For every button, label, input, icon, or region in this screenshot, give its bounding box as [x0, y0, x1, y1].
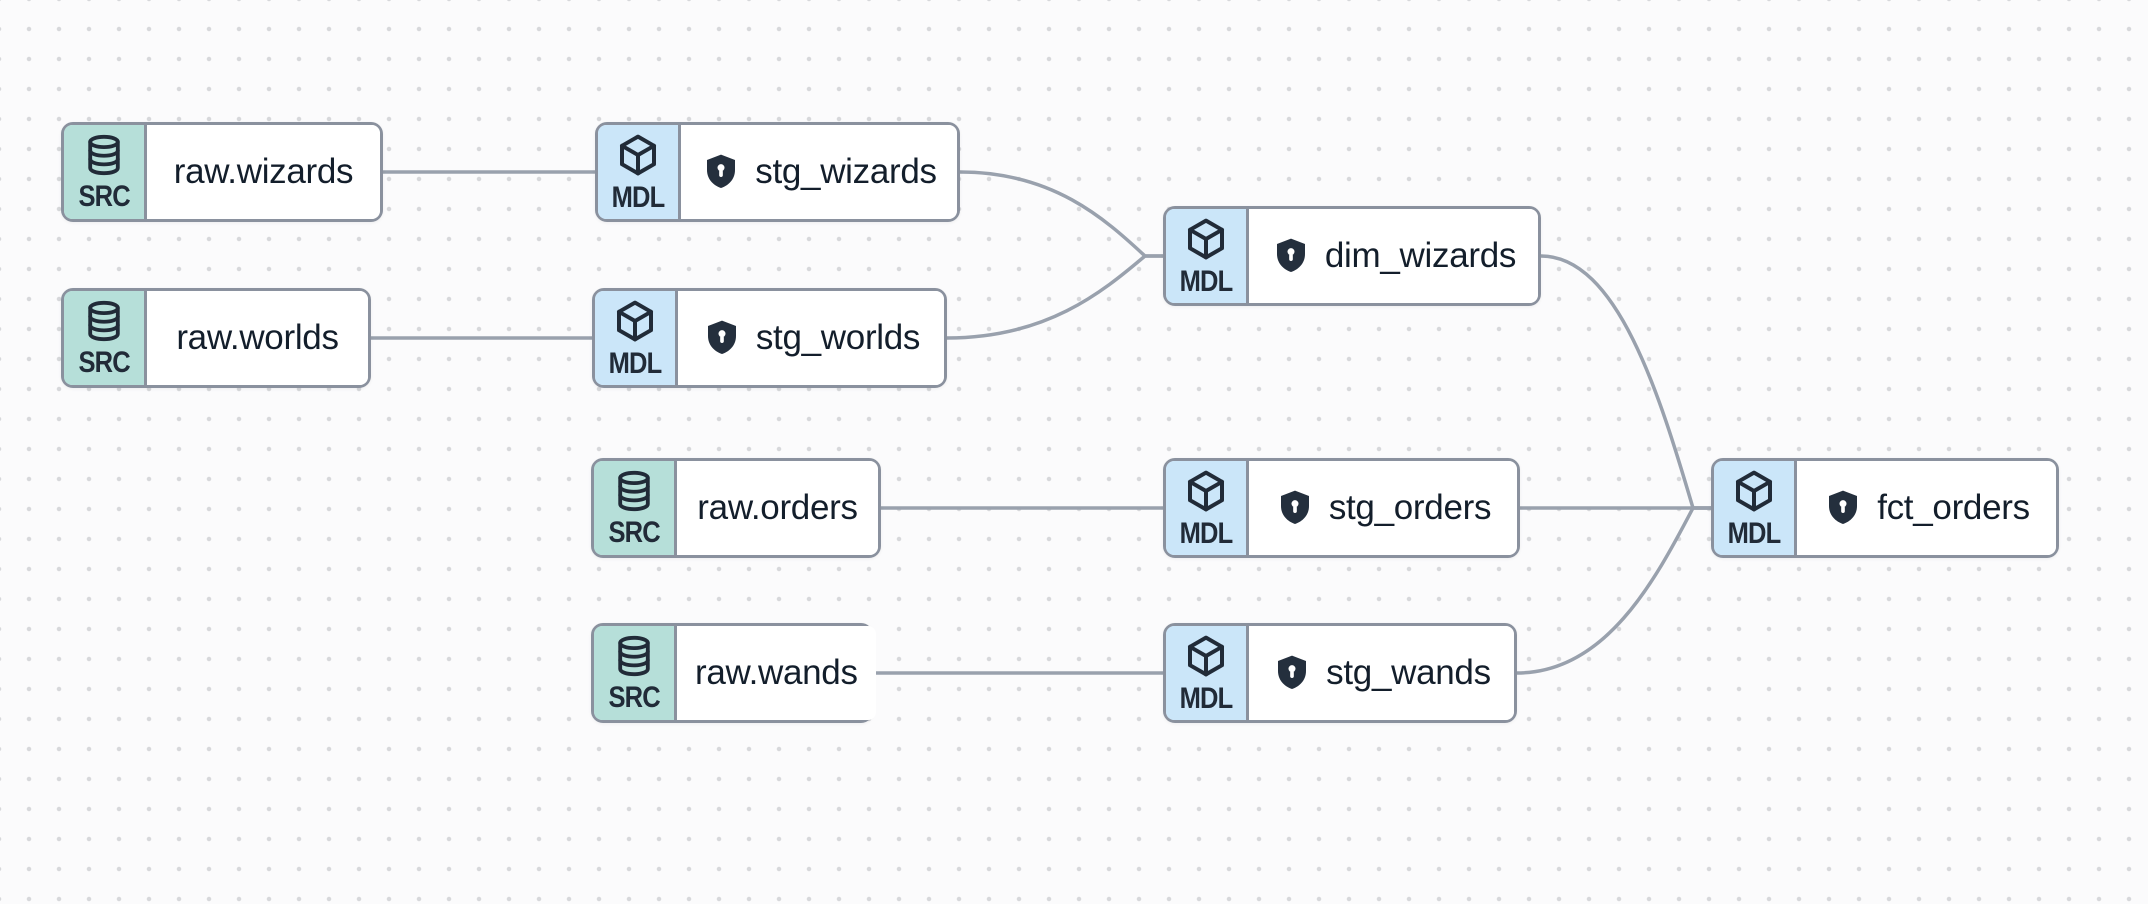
- cube-icon: [1182, 215, 1230, 263]
- node-body: stg_worlds: [678, 291, 944, 385]
- node-type-badge: MDL: [1179, 682, 1234, 715]
- shield-lock-icon: [1275, 488, 1315, 528]
- node-label: raw.wizards: [173, 152, 354, 191]
- lineage-node-stg-worlds[interactable]: MDL stg_worlds: [592, 288, 947, 388]
- shield-lock-icon: [1823, 488, 1863, 528]
- node-type-badge: MDL: [1179, 517, 1234, 550]
- node-body: raw.wizards: [147, 125, 380, 219]
- lineage-node-stg-orders[interactable]: MDL stg_orders: [1163, 458, 1520, 558]
- node-body: raw.wands: [677, 626, 876, 720]
- database-icon: [81, 132, 127, 178]
- lineage-node-raw-worlds[interactable]: SRC raw.worlds: [61, 288, 371, 388]
- node-type-badge: MDL: [1179, 265, 1234, 298]
- node-label: raw.orders: [697, 488, 858, 527]
- node-body: stg_wizards: [681, 125, 957, 219]
- node-label: stg_wizards: [755, 152, 937, 191]
- lineage-node-raw-orders[interactable]: SRC raw.orders: [591, 458, 881, 558]
- lineage-node-dim-wizards[interactable]: MDL dim_wizards: [1163, 206, 1541, 306]
- model-type-section: MDL: [1166, 461, 1249, 555]
- node-label: fct_orders: [1877, 488, 2030, 527]
- node-label: stg_worlds: [755, 318, 921, 357]
- lineage-node-raw-wizards[interactable]: SRC raw.wizards: [61, 122, 383, 222]
- node-type-badge: MDL: [608, 347, 663, 380]
- database-icon: [81, 298, 127, 344]
- shield-lock-icon: [702, 318, 742, 358]
- edge-stg_wands-to-fct_orders: [1516, 506, 1713, 675]
- node-type-badge: MDL: [1727, 517, 1782, 550]
- node-type-badge: MDL: [611, 181, 666, 214]
- shield-lock-icon: [1272, 653, 1312, 693]
- shield-lock-icon: [701, 152, 741, 192]
- node-body: raw.worlds: [147, 291, 368, 385]
- source-type-section: SRC: [64, 125, 147, 219]
- edge-stg_wizards-to-dim_wizards: [959, 170, 1165, 258]
- node-label: raw.worlds: [176, 318, 339, 357]
- node-type-badge: SRC: [78, 180, 130, 213]
- node-label: stg_wands: [1326, 653, 1491, 692]
- cube-icon: [1182, 632, 1230, 680]
- model-type-section: MDL: [1166, 626, 1249, 720]
- lineage-node-fct-orders[interactable]: MDL fct_orders: [1711, 458, 2059, 558]
- cube-icon: [1182, 467, 1230, 515]
- cube-icon: [1730, 467, 1778, 515]
- node-body: stg_wands: [1249, 626, 1514, 720]
- model-type-section: MDL: [1714, 461, 1797, 555]
- lineage-node-stg-wizards[interactable]: MDL stg_wizards: [595, 122, 960, 222]
- node-type-badge: SRC: [78, 346, 130, 379]
- node-body: raw.orders: [677, 461, 878, 555]
- database-icon: [611, 468, 657, 514]
- source-type-section: SRC: [64, 291, 147, 385]
- model-type-section: MDL: [598, 125, 681, 219]
- node-type-badge: SRC: [608, 516, 660, 549]
- edge-dim_wizards-to-fct_orders: [1540, 254, 1713, 510]
- cube-icon: [614, 131, 662, 179]
- model-type-section: MDL: [595, 291, 678, 385]
- edge-stg_worlds-to-dim_wizards: [946, 254, 1165, 340]
- cube-icon: [611, 297, 659, 345]
- source-type-section: SRC: [594, 461, 677, 555]
- node-label: stg_orders: [1328, 488, 1492, 527]
- database-icon: [611, 633, 657, 679]
- model-type-section: MDL: [1166, 209, 1249, 303]
- lineage-node-stg-wands[interactable]: MDL stg_wands: [1163, 623, 1517, 723]
- node-type-badge: SRC: [608, 681, 660, 714]
- node-body: dim_wizards: [1249, 209, 1538, 303]
- lineage-node-raw-wands[interactable]: SRC raw.wands: [591, 623, 876, 723]
- node-body: fct_orders: [1797, 461, 2056, 555]
- source-type-section: SRC: [594, 626, 677, 720]
- shield-lock-icon: [1271, 236, 1311, 276]
- node-label: raw.wands: [695, 653, 858, 692]
- node-body: stg_orders: [1249, 461, 1517, 555]
- node-label: dim_wizards: [1324, 236, 1517, 275]
